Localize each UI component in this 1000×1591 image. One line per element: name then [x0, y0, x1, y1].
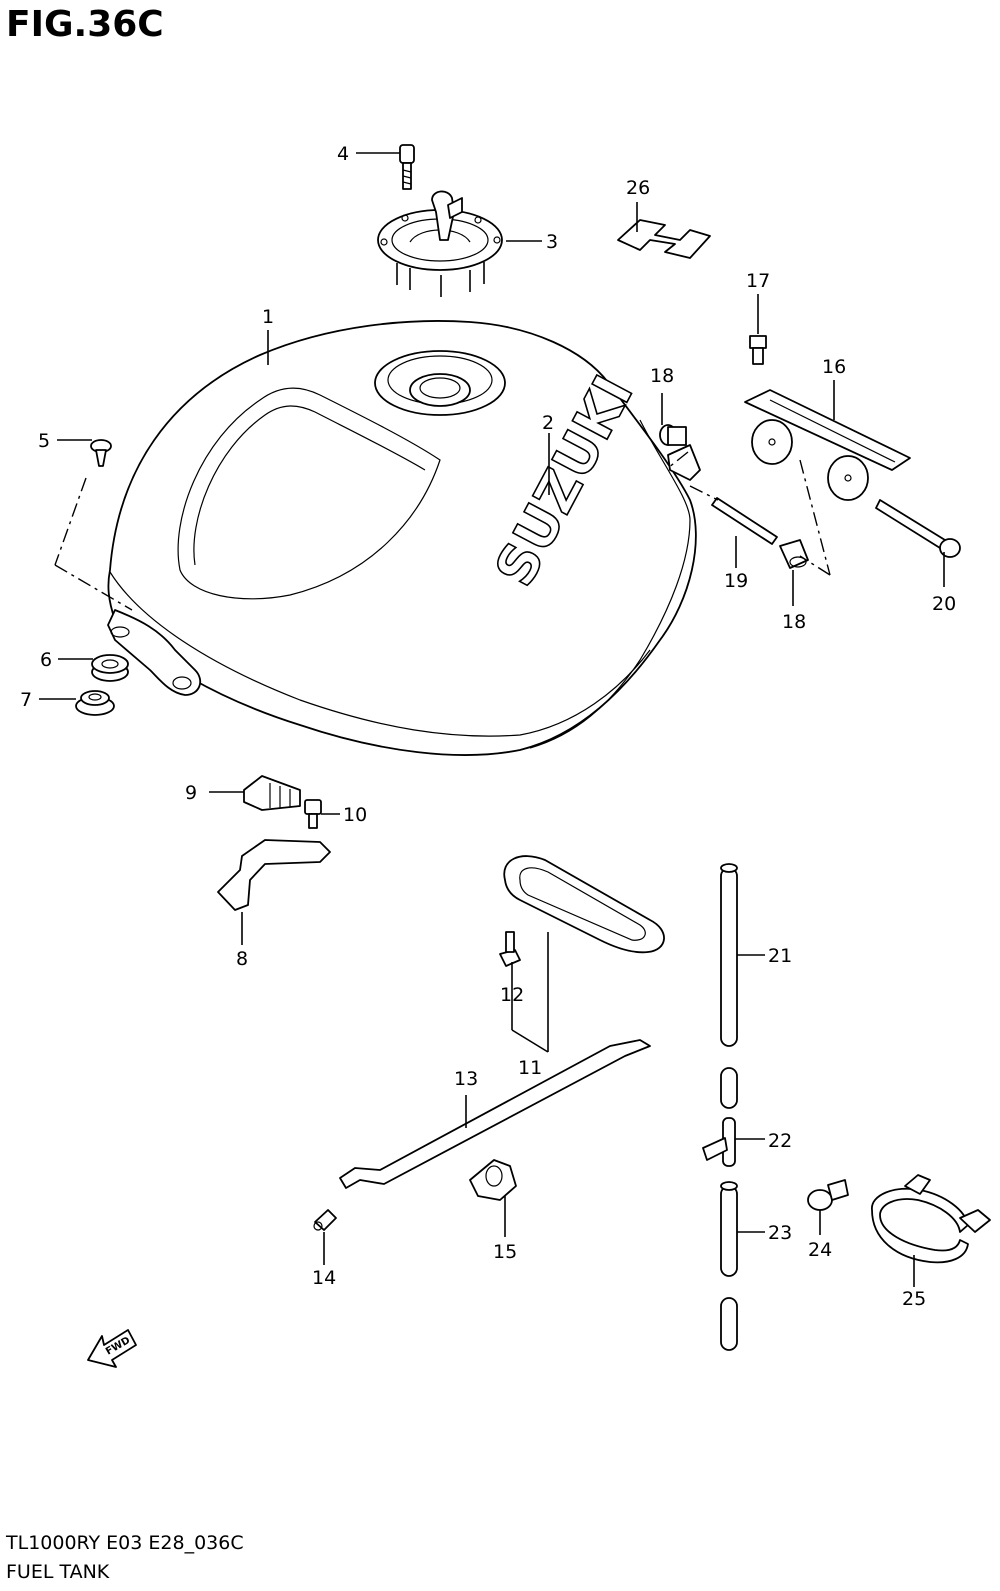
callout-19: 19	[724, 570, 748, 592]
callout-8: 8	[236, 948, 248, 970]
callout-18-upper: 18	[650, 365, 674, 387]
collar-18-upper[interactable]	[659, 424, 687, 446]
fuel-tank[interactable]	[107, 320, 701, 756]
hinge-bracket-16[interactable]	[744, 389, 911, 501]
callout-10: 10	[343, 804, 367, 826]
hose-23-cut[interactable]	[720, 1297, 738, 1351]
callout-7: 7	[20, 689, 32, 711]
bolt-20[interactable]	[875, 499, 961, 558]
clamp-band-25[interactable]	[871, 1174, 991, 1264]
callout-12: 12	[500, 984, 524, 1006]
bolt-cap[interactable]	[399, 144, 415, 190]
hose-23[interactable]	[720, 1181, 738, 1277]
callout-15: 15	[493, 1241, 517, 1263]
callout-23: 23	[768, 1222, 792, 1244]
figure-title: FIG.36C	[6, 4, 164, 45]
callout-5: 5	[38, 430, 50, 452]
callout-21: 21	[768, 945, 792, 967]
cap-14[interactable]	[313, 1209, 337, 1231]
callout-4: 4	[337, 143, 349, 165]
gasket-plate-11[interactable]	[503, 855, 665, 954]
callout-1: 1	[262, 306, 274, 328]
clamp-15[interactable]	[469, 1159, 517, 1201]
callout-22: 22	[768, 1130, 792, 1152]
bolt-17[interactable]	[749, 335, 767, 365]
callout-24: 24	[808, 1239, 832, 1261]
callout-3: 3	[546, 231, 558, 253]
callout-17: 17	[746, 270, 770, 292]
callout-2: 2	[542, 412, 554, 434]
callout-6: 6	[40, 649, 52, 671]
callout-26: 26	[626, 177, 650, 199]
pin-19[interactable]	[711, 497, 778, 545]
screw-5[interactable]	[90, 439, 112, 467]
hose-21-cut[interactable]	[720, 1067, 738, 1109]
callout-25: 25	[902, 1288, 926, 1310]
callout-20: 20	[932, 593, 956, 615]
callout-labels: 1 2 3 4 5 6 7 8 9 10 11 12 13 14 15 16 1…	[20, 143, 956, 1310]
model-code: TL1000RY E03 E28_036C	[6, 1532, 244, 1554]
bolt-10[interactable]	[304, 799, 322, 829]
callout-11: 11	[518, 1057, 542, 1079]
connector-9[interactable]	[243, 775, 301, 811]
leader-lines	[39, 152, 945, 1287]
pad-26[interactable]	[617, 219, 711, 259]
pipe-13[interactable]	[339, 1039, 651, 1189]
callout-9: 9	[185, 782, 197, 804]
callout-16: 16	[822, 356, 846, 378]
fwd-arrow-icon: FWD	[87, 1329, 137, 1368]
callout-13: 13	[454, 1068, 478, 1090]
clip-24[interactable]	[807, 1179, 849, 1211]
collar-18-lower[interactable]	[779, 539, 809, 569]
bracket-8[interactable]	[217, 839, 331, 911]
callout-18-lower: 18	[782, 611, 806, 633]
cushion-6[interactable]	[91, 654, 129, 682]
figure-name: FUEL TANK	[6, 1561, 110, 1583]
hose-21[interactable]	[720, 863, 738, 1047]
cushion-7[interactable]	[75, 690, 115, 716]
t-joint-22[interactable]	[702, 1117, 736, 1167]
bolt-12[interactable]	[499, 931, 521, 967]
callout-14: 14	[312, 1267, 336, 1289]
fuel-cap[interactable]	[377, 190, 503, 297]
